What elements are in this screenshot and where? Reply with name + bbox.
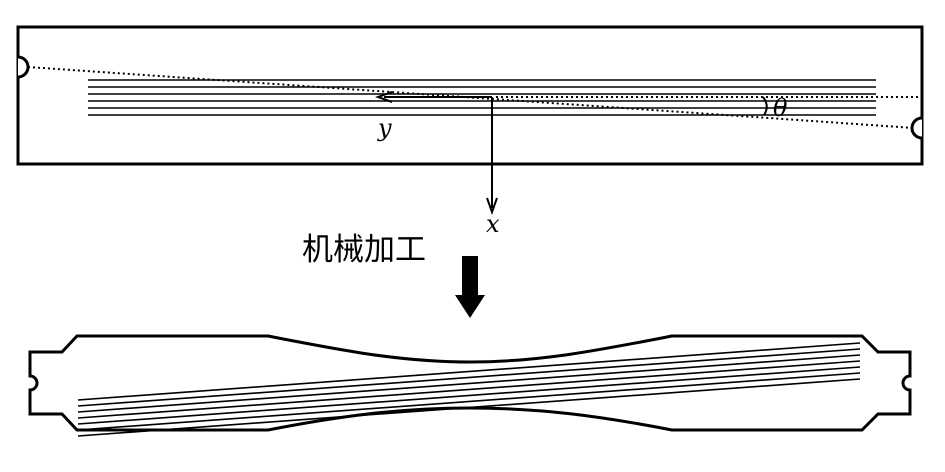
dogbone-specimen — [28, 334, 912, 437]
fiber-line — [77, 348, 861, 407]
rectangular-plate: y x θ — [16, 25, 924, 238]
notch-left-icon — [17, 55, 30, 79]
y-axis-label: y — [377, 114, 392, 142]
angle-arc — [762, 96, 768, 116]
fiber-line — [77, 366, 861, 425]
x-axis-arrowhead-icon — [486, 197, 498, 215]
cut-axis-line — [27, 66, 915, 129]
fiber-line — [77, 342, 861, 401]
fiber-bundle — [88, 79, 876, 116]
y-axis-arrowhead-icon — [375, 91, 393, 103]
notch-right-icon — [910, 116, 923, 140]
x-axis-label: x — [486, 210, 500, 238]
fiber-line — [77, 354, 861, 413]
angle-label: θ — [773, 94, 788, 122]
fiber-line — [77, 360, 861, 419]
plate-outline — [16, 25, 924, 166]
fiber-line — [77, 378, 861, 437]
down-arrow-icon — [455, 256, 485, 318]
fiber-line — [77, 372, 861, 431]
fiber-bundle-rotated — [77, 342, 861, 437]
specimen-outline — [28, 334, 912, 432]
process-label: 机械加工 — [302, 232, 426, 268]
